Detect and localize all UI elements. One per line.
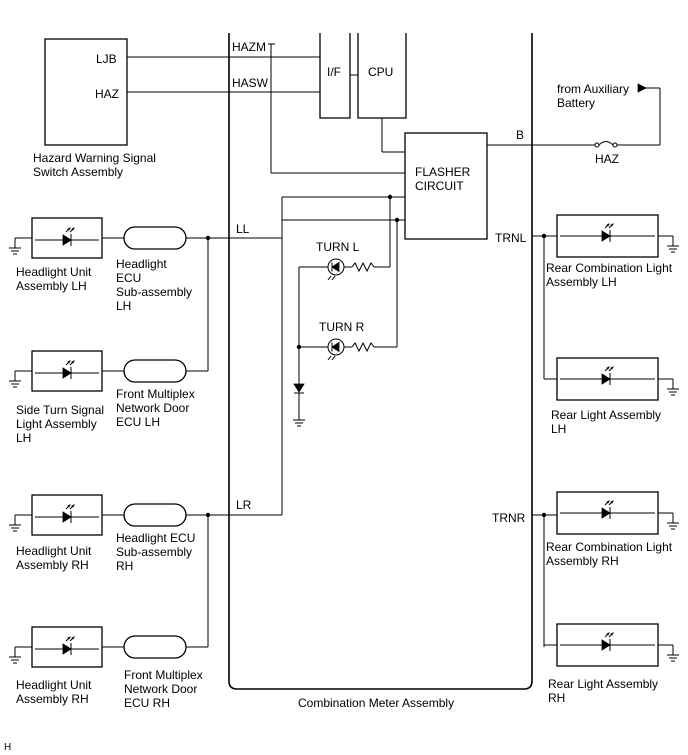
ecu-label-1-line-2: ECU <box>116 271 141 285</box>
ecu-label-4-line-1: Front Multiplex <box>124 668 203 682</box>
indicator-diode-icon <box>293 383 305 393</box>
ground-icon <box>8 524 22 532</box>
corner-mark: H <box>4 742 11 753</box>
ecu-label-3-line-3: RH <box>116 559 133 573</box>
trnl-label: TRNL <box>495 231 527 245</box>
aux-battery-label-1: from Auxiliary <box>557 82 629 96</box>
ground-icon <box>8 656 22 664</box>
right-lamp-label-2-line-1: Rear Light Assembly <box>551 408 661 422</box>
combination-meter-box <box>228 33 533 690</box>
b-pin-label: B <box>516 128 524 142</box>
right-lamp-label-2-line-2: LH <box>551 422 566 436</box>
left-lamp-label-4-line-2: Assembly RH <box>16 692 89 706</box>
right-lamp-label-3-line-2: Assembly RH <box>546 554 619 568</box>
hasw-label: HASW <box>232 76 269 90</box>
ecu-label-4-line-2: Network Door <box>124 682 197 696</box>
haz-pin-label: HAZ <box>95 87 119 101</box>
turn-r-resistor-icon <box>351 342 375 352</box>
right-lamp-label-1-line-2: Assembly LH <box>546 275 617 289</box>
hazard-switch-label-1: Hazard Warning Signal <box>33 151 156 165</box>
flasher-label-2: CIRCUIT <box>415 179 464 193</box>
turn-l-resistor-icon <box>351 262 375 272</box>
if-label: I/F <box>327 65 341 79</box>
ecu-label-2-line-3: ECU LH <box>116 415 160 429</box>
ecu-block <box>123 226 187 250</box>
ll-label: LL <box>236 222 250 236</box>
trnr-label: TRNR <box>492 511 526 525</box>
lr-label: LR <box>236 498 252 512</box>
turn-r-indicator-icon <box>327 338 345 361</box>
ground-icon <box>8 380 22 388</box>
left-lamp-label-2-line-2: Light Assembly <box>16 417 97 431</box>
ecu-label-1-line-4: LH <box>116 299 131 313</box>
haz-fuse-label: HAZ <box>595 152 619 166</box>
ecu-block <box>123 503 187 527</box>
left-lamp-label-4-line-1: Headlight Unit <box>16 678 92 692</box>
turn-l-label: TURN L <box>316 240 360 254</box>
ground-icon <box>666 654 680 662</box>
ecu-label-2-line-1: Front Multiplex <box>116 387 195 401</box>
cpu-label: CPU <box>368 65 393 79</box>
right-lamp-label-4-line-1: Rear Light Assembly <box>548 677 658 691</box>
left-lamp-label-2-line-3: LH <box>16 431 31 445</box>
flasher-label-1: FLASHER <box>415 165 471 179</box>
left-lamp-label-1-line-1: Headlight Unit <box>16 265 92 279</box>
aux-battery-label-2: Battery <box>557 96 595 110</box>
ecu-label-3-line-1: Headlight ECU <box>116 531 195 545</box>
left-lamp-label-1-line-2: Assembly LH <box>16 279 87 293</box>
ecu-block <box>123 359 187 383</box>
hazm-label: HAZM <box>232 40 266 54</box>
left-lamp-label-2-line-1: Side Turn Signal <box>16 403 104 417</box>
ground-icon <box>666 522 680 530</box>
flasher-circuit-box <box>404 132 488 240</box>
turn-l-indicator-icon <box>327 258 345 281</box>
ecu-block <box>123 635 187 659</box>
ecu-label-4-line-3: ECU RH <box>124 696 170 710</box>
ecu-label-1-line-3: Sub-assembly <box>116 285 192 299</box>
right-lamp-label-1-line-1: Rear Combination Light <box>546 261 673 275</box>
combination-meter-label: Combination Meter Assembly <box>298 696 454 710</box>
hazard-switch-label-2: Switch Assembly <box>33 165 123 179</box>
indicator-ground-icon <box>292 419 306 427</box>
ecu-label-2-line-2: Network Door <box>116 401 189 415</box>
right-lamp-label-4-line-2: RH <box>548 691 565 705</box>
left-lamp-label-3-line-2: Assembly RH <box>16 558 89 572</box>
hazard-switch-box <box>44 38 128 146</box>
ljb-pin-label: LJB <box>96 52 117 66</box>
ground-icon <box>666 388 680 396</box>
right-lamp-label-3-line-1: Rear Combination Light <box>546 540 673 554</box>
ground-icon <box>8 247 22 255</box>
turn-r-label: TURN R <box>319 320 365 334</box>
ecu-label-1-line-1: Headlight <box>116 257 167 271</box>
left-lamp-label-3-line-1: Headlight Unit <box>16 544 92 558</box>
ground-icon <box>666 245 680 253</box>
ecu-label-3-line-2: Sub-assembly <box>116 545 192 559</box>
